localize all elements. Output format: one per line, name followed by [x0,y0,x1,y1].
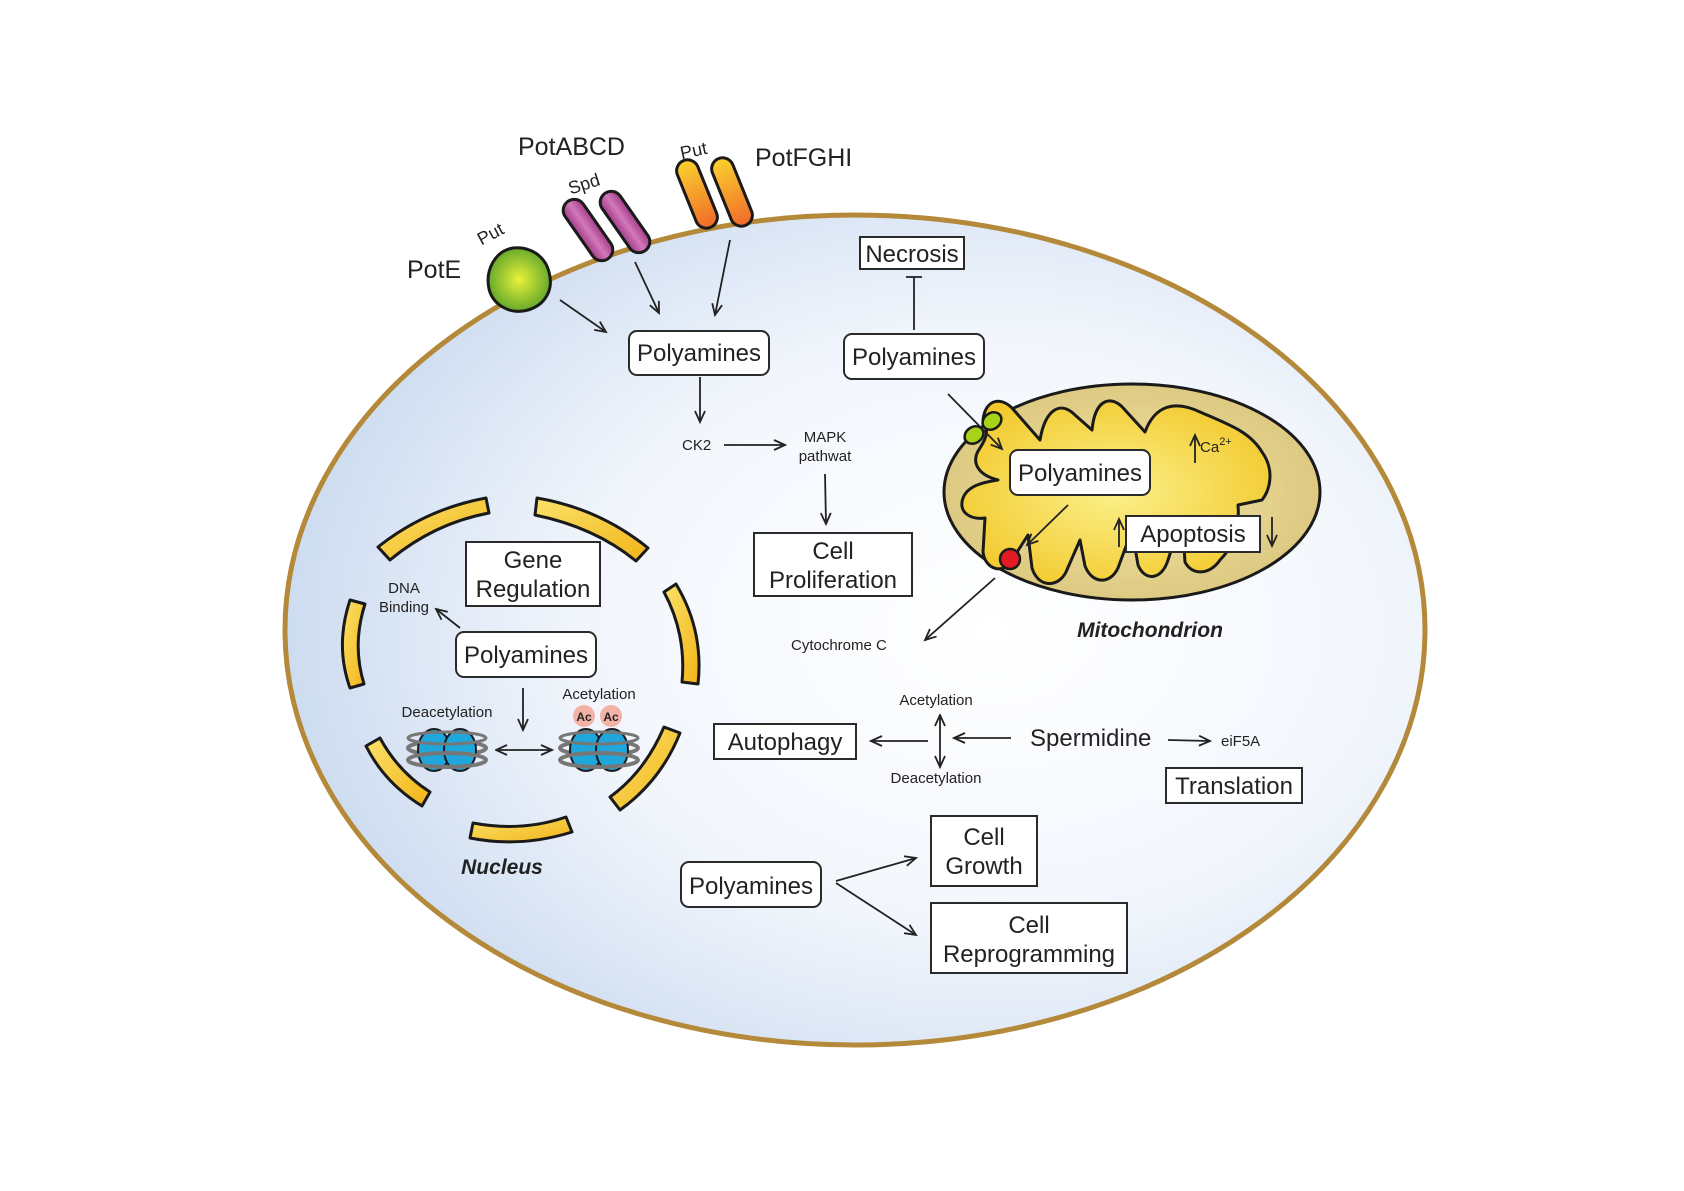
cell-growth-line2: Growth [945,853,1022,880]
dna-binding-line1: DNA [388,580,420,597]
cell-growth-box [930,815,1038,887]
arrow-mapk-proliferation [825,473,826,524]
cell-proliferation-box [753,532,913,597]
potabcd-substrate: Spd [566,170,603,199]
polyamines-box-nucleus [455,631,597,678]
potabcd-label: PotABCD [518,133,625,161]
acetylation-label-sperm: Acetylation [899,692,972,709]
mapk-label-line1: MAPK [804,429,847,446]
mito-channel [963,411,1003,445]
polyamines-label-top: Polyamines [637,340,761,367]
ac-badge [573,705,595,727]
cytochrome-c-dot [998,547,1022,571]
apoptosis-label: Apoptosis [1140,521,1245,548]
necrosis-label: Necrosis [865,241,958,268]
ac-label: Ac [603,710,619,724]
histone-acetylated [558,705,640,772]
cell-reprogramming-line2: Reprogramming [943,941,1115,968]
spermidine-label: Spermidine [1030,725,1151,752]
acetylation-label-nucleus: Acetylation [562,686,635,703]
translation-box [1165,767,1303,804]
arrow-spermidine-eif5a [1167,740,1210,741]
polyamines-label-mito: Polyamines [1018,460,1142,487]
arrow-polyamines-mito [947,393,1002,449]
arrow-pote-polyamines [559,299,606,332]
arrow-to-cell-growth [835,858,916,882]
pote-substrate: Put [474,219,507,249]
transporter-pote [486,246,552,313]
gene-regulation-box [465,541,601,607]
cell-proliferation-line1: Cell [812,538,853,565]
potfghi-substrate: Put [678,138,709,163]
polyamines-box-necrosis [843,333,985,380]
pote-label: PotE [407,256,461,284]
polyamines-box-top [628,330,770,376]
polyamines-box-mito [1009,449,1151,496]
arrow-potabcd-polyamines [634,261,659,313]
arrow-mito-polyamines-down [1027,504,1069,545]
polyamines-label-growth: Polyamines [689,873,813,900]
deacetylation-label-sperm: Deacetylation [891,770,982,787]
transporter-potabcd [561,189,652,263]
nucleus-name: Nucleus [461,856,543,879]
autophagy-box [713,723,857,760]
cell-growth-line1: Cell [963,824,1004,851]
gene-regulation-line1: Gene [504,547,563,574]
polyamines-box-growth [680,861,822,908]
cell-proliferation-line2: Proliferation [769,567,897,594]
deacetylation-label-nucleus: Deacetylation [402,704,493,721]
arrow-polyamines-dna [436,609,461,629]
cell-reprogramming-box [930,902,1128,974]
apoptosis-box [1125,515,1261,553]
eif5a-label: eiF5A [1221,733,1260,750]
mitochondrion-name: Mitochondrion [1077,619,1223,642]
translation-label: Translation [1175,773,1293,800]
arrow-to-reprogramming [835,882,916,935]
ck2-label: CK2 [682,437,711,454]
mapk-label-line2: pathwat [799,448,852,465]
necrosis-box [859,236,965,270]
autophagy-label: Autophagy [728,729,843,756]
transporter-potfghi [675,156,754,230]
arrow-cytochrome-release [925,577,996,640]
ac-badge [600,705,622,727]
polyamines-label-necrosis: Polyamines [852,344,976,371]
dna-binding-line2: Binding [379,599,429,616]
potfghi-label: PotFGHI [755,144,852,172]
nuclear-envelope [341,496,701,844]
calcium-label: Ca2+ [1200,436,1232,456]
polyamines-label-nucleus: Polyamines [464,642,588,669]
histone-deacetylated [406,728,488,772]
arrow-potfghi-polyamines [715,239,731,315]
cytochrome-c-label: Cytochrome C [791,637,887,654]
cell-reprogramming-line1: Cell [1008,912,1049,939]
gene-regulation-line2: Regulation [476,576,591,603]
ac-label: Ac [576,710,592,724]
